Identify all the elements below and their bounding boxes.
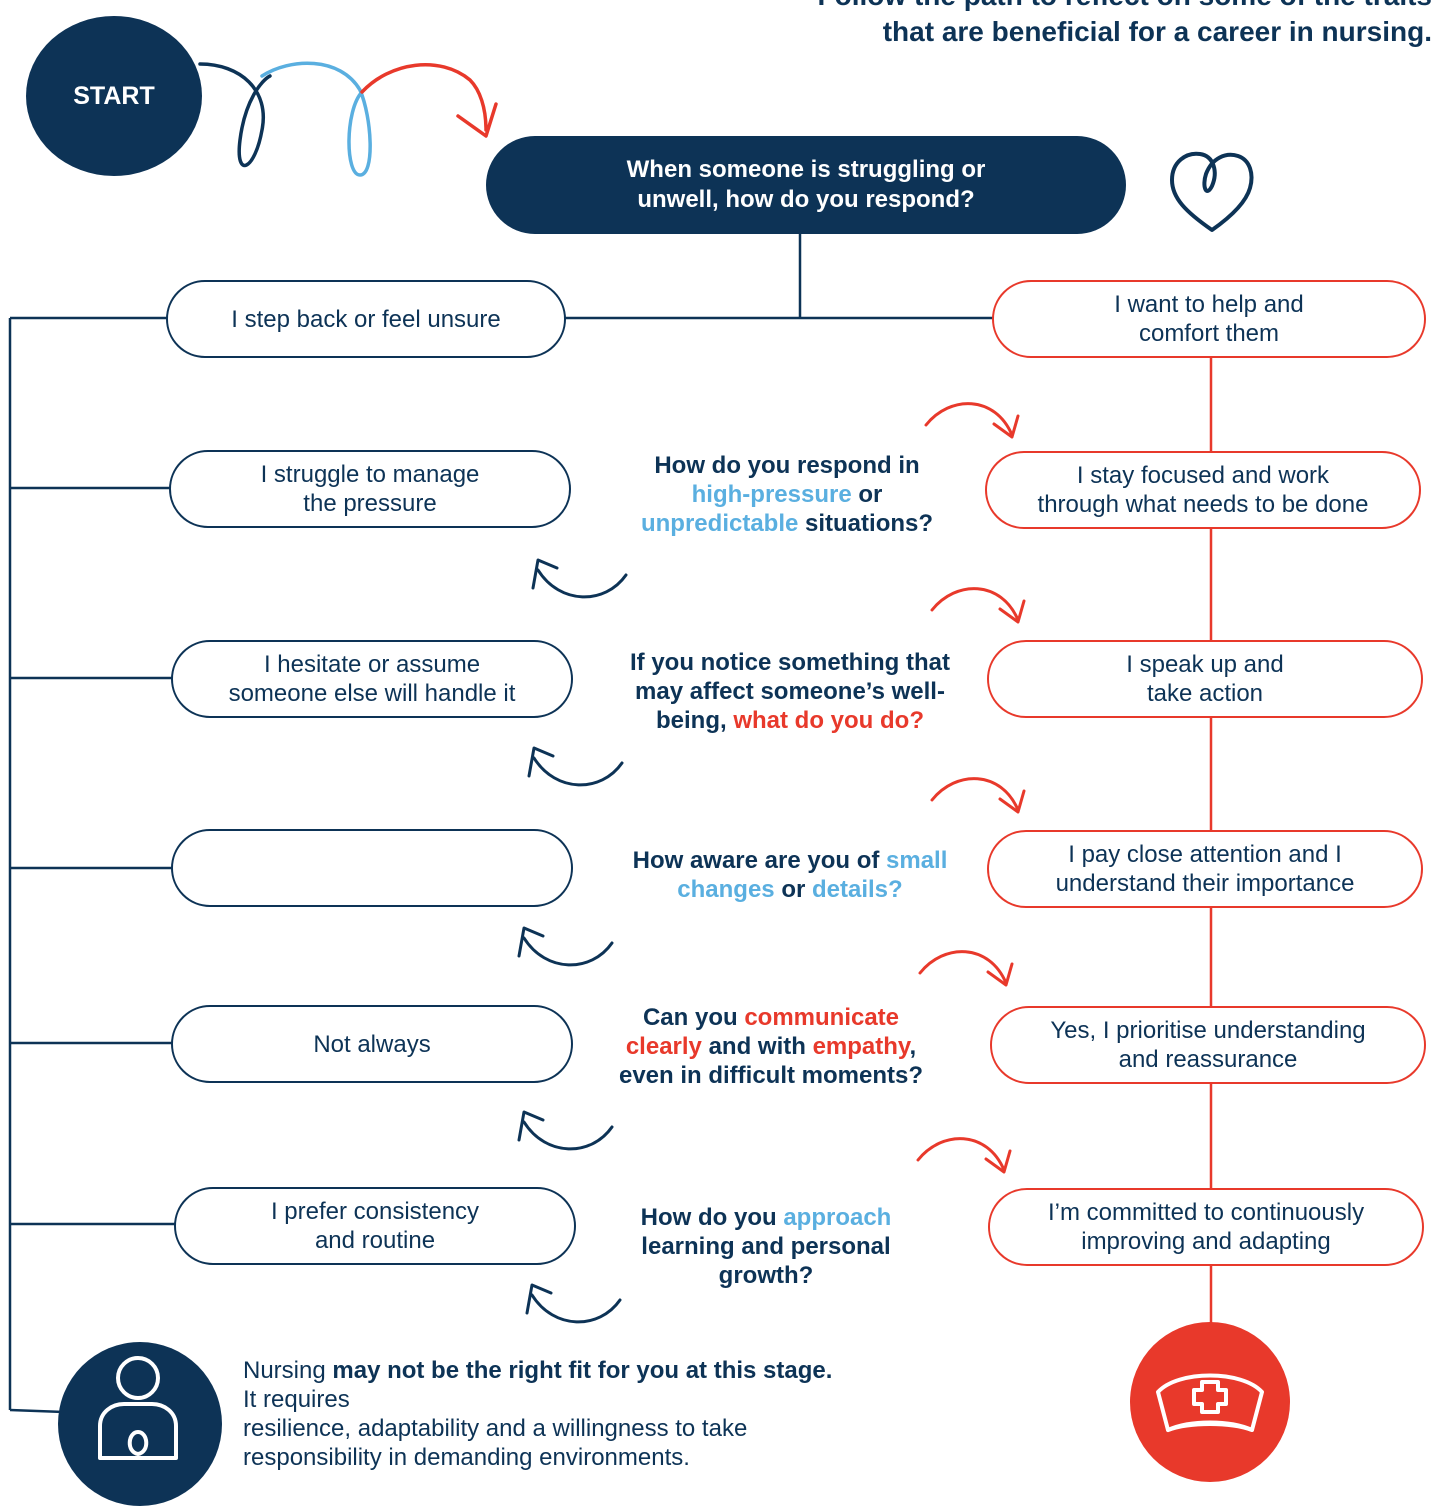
question-pressure-line-1: How do you respond in bbox=[654, 452, 920, 479]
left-answer-1: I step back or feel unsure bbox=[166, 280, 566, 358]
question-wellbeing-line-2: may affect someone’s well- bbox=[635, 678, 945, 705]
left-answer-3-line-1: I hesitate or assume bbox=[263, 651, 481, 678]
title-line-1: Follow the path to reflect on some of th… bbox=[672, 0, 1432, 14]
right-answer-5-line-2: and reassurance bbox=[1118, 1046, 1298, 1073]
question-awareness-highlight-3: details? bbox=[812, 876, 903, 903]
left-answer-2-line-2: the pressure bbox=[303, 490, 437, 517]
question-awareness-text-1: How aware are you of bbox=[632, 847, 887, 874]
person-outline-icon bbox=[58, 1342, 222, 1506]
question-learning: How do you approach learning and persona… bbox=[596, 1203, 936, 1290]
question-learning-text-1: How do you bbox=[640, 1204, 784, 1231]
loop-red bbox=[360, 63, 488, 132]
question-learning-highlight: approach bbox=[783, 1204, 892, 1231]
question-awareness-text-2: or bbox=[774, 876, 812, 903]
main-question-line-2: unwell, how do you respond? bbox=[637, 186, 975, 213]
left-answer-5-line-1: Not always bbox=[313, 1030, 431, 1058]
question-awareness-highlight-1: small bbox=[886, 847, 948, 874]
question-awareness-highlight-2: changes bbox=[677, 876, 775, 903]
right-answer-5-line-1: Yes, I prioritise understanding bbox=[1050, 1017, 1366, 1044]
question-pressure-highlight-2: unpredictable bbox=[640, 510, 799, 537]
outcome-text-2: It requires bbox=[243, 1386, 350, 1413]
left-answer-1-line-1: I step back or feel unsure bbox=[231, 305, 501, 333]
question-communication-text-1: Can you bbox=[642, 1004, 745, 1031]
question-pressure: How do you respond in high-pressure or u… bbox=[600, 451, 974, 538]
question-pressure-highlight-1: high-pressure bbox=[691, 481, 852, 508]
outcome-text-1: Nursing bbox=[243, 1357, 333, 1384]
question-wellbeing-highlight: what do you do? bbox=[733, 707, 924, 734]
question-learning-line-2: learning and personal bbox=[641, 1233, 891, 1260]
question-wellbeing: If you notice something that may affect … bbox=[596, 648, 984, 735]
right-answer-3-line-1: I speak up and bbox=[1126, 651, 1284, 678]
question-wellbeing-line-1: If you notice something that bbox=[629, 649, 950, 676]
question-pressure-text-1: or bbox=[851, 481, 883, 508]
question-pressure-text-2: situations? bbox=[798, 510, 934, 537]
right-answer-4-line-1: I pay close attention and I bbox=[1068, 841, 1342, 868]
question-wellbeing-text: being, bbox=[656, 707, 734, 734]
left-answer-6-line-1: I prefer consistency bbox=[270, 1198, 480, 1225]
right-answer-2-line-2: through what needs to be done bbox=[1037, 491, 1369, 518]
right-answer-6-line-2: improving and adapting bbox=[1081, 1228, 1331, 1255]
outcome-text: Nursing may not be the right fit for you… bbox=[243, 1356, 843, 1472]
right-answer-4-line-2: understand their importance bbox=[1055, 870, 1355, 897]
loop-navy bbox=[198, 62, 272, 168]
heart-outline-icon bbox=[1170, 151, 1254, 232]
question-communication-comma: , bbox=[909, 1033, 917, 1060]
left-answer-6-line-2: and routine bbox=[314, 1227, 436, 1254]
right-answer-1-line-1: I want to help and bbox=[1114, 291, 1304, 318]
title-line-2: that are beneficial for a career in nurs… bbox=[882, 16, 1432, 47]
right-answer-3-line-2: take action bbox=[1146, 680, 1264, 707]
outcome-text-3: resilience, adaptability and a willingne… bbox=[243, 1415, 748, 1471]
left-answer-3-line-2: someone else will handle it bbox=[228, 680, 516, 707]
start-circle: START bbox=[26, 16, 202, 176]
question-communication-highlight-2: clearly bbox=[625, 1033, 702, 1060]
right-answer-1-line-2: comfort them bbox=[1138, 320, 1280, 347]
question-learning-line-3: growth? bbox=[718, 1262, 814, 1289]
main-question: When someone is struggling or unwell, ho… bbox=[486, 136, 1126, 234]
left-answer-2-line-1: I struggle to manage bbox=[260, 461, 480, 488]
left-answer-4 bbox=[171, 829, 573, 907]
question-communication-line-3: even in difficult moments? bbox=[618, 1062, 924, 1089]
question-communication-highlight-1: communicate bbox=[744, 1004, 900, 1031]
question-communication-text-2: and with bbox=[701, 1033, 813, 1060]
outcome-text-bold: may not be the right fit for you at this… bbox=[332, 1357, 833, 1384]
right-answer-6-line-1: I’m committed to continuously bbox=[1047, 1199, 1365, 1226]
question-communication-highlight-3: empathy bbox=[812, 1033, 910, 1060]
page-title: Follow the path to reflect on some of th… bbox=[672, 0, 1432, 50]
question-communication: Can you communicate clearly and with emp… bbox=[586, 1003, 956, 1090]
start-label: START bbox=[73, 81, 155, 110]
question-awareness: How aware are you of small changes or de… bbox=[596, 846, 984, 904]
left-answer-5: Not always bbox=[171, 1005, 573, 1083]
loop-blue bbox=[260, 61, 372, 177]
right-answer-2-line-1: I stay focused and work bbox=[1076, 462, 1330, 489]
main-question-line-1: When someone is struggling or bbox=[626, 156, 986, 183]
nurse-cap-icon bbox=[1130, 1322, 1290, 1482]
